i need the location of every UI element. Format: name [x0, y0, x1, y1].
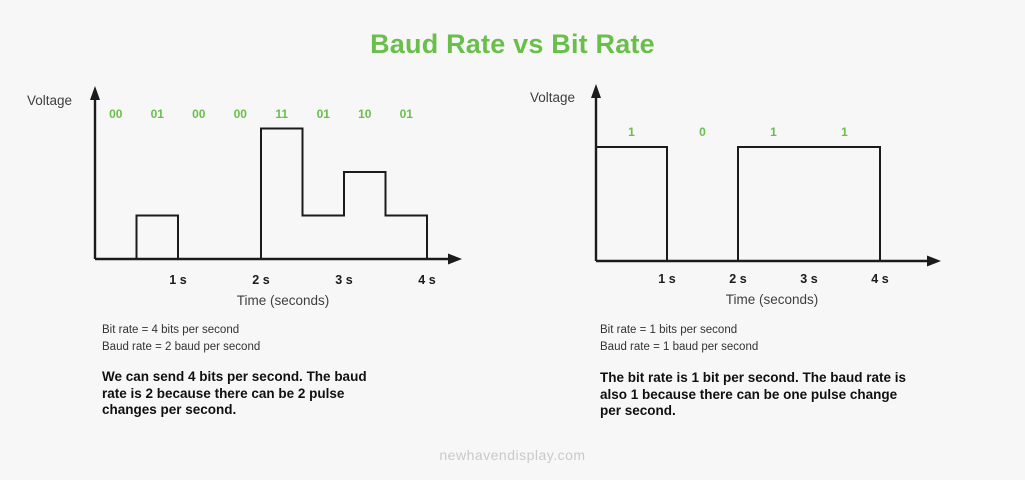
- left-x-axis-label: Time (seconds): [237, 293, 330, 308]
- left-bit-label: 11: [275, 107, 288, 121]
- left-bit-label: 01: [317, 107, 331, 121]
- right-bit-label: 1: [628, 125, 635, 139]
- right-tick-label: 3 s: [800, 272, 817, 286]
- right-x-axis-arrow-icon: [927, 255, 941, 267]
- right-waveform-group: 1 0 1 1 1 s 2 s 3 s 4 s: [591, 84, 941, 286]
- left-waveform-group: 00 01 00 00 11 01 10 01 1 s 2 s 3 s 4 s: [90, 86, 462, 287]
- right-y-axis-arrow-icon: [591, 84, 601, 98]
- right-tick-label: 2 s: [729, 272, 746, 286]
- left-bit-label: 01: [151, 107, 165, 121]
- right-bit-label: 0: [699, 125, 706, 139]
- right-description: The bit rate is 1 bit per second. The ba…: [600, 370, 907, 418]
- left-baud-rate-line: Baud rate = 2 baud per second: [102, 340, 261, 353]
- right-waveform: [595, 146, 881, 262]
- page-title: Baud Rate vs Bit Rate: [370, 29, 655, 59]
- left-bit-label: 00: [234, 107, 248, 121]
- left-y-axis-label: Voltage: [27, 93, 72, 108]
- right-x-axis-label: Time (seconds): [726, 292, 819, 307]
- left-bit-rate-line: Bit rate = 4 bits per second: [102, 324, 240, 336]
- left-description: We can send 4 bits per second. The baud …: [102, 369, 367, 417]
- right-rate-stats: Bit rate = 1 bits per second Baud rate =…: [600, 322, 758, 355]
- left-tick-label: 4 s: [418, 273, 435, 287]
- left-bit-label: 00: [109, 107, 123, 121]
- left-tick-label: 3 s: [335, 273, 352, 287]
- left-bit-label: 00: [192, 107, 206, 121]
- right-bit-rate-line: Bit rate = 1 bits per second: [600, 324, 738, 336]
- right-bit-label: 1: [770, 125, 777, 139]
- left-bit-label: 10: [358, 107, 372, 121]
- left-y-axis-arrow-icon: [90, 86, 100, 100]
- left-bit-label: 01: [400, 107, 414, 121]
- left-tick-label: 1 s: [169, 273, 186, 287]
- left-tick-label: 2 s: [252, 273, 269, 287]
- left-x-axis-arrow-icon: [448, 253, 462, 265]
- right-tick-label: 1 s: [658, 272, 675, 286]
- right-baud-rate-line: Baud rate = 1 baud per second: [600, 340, 759, 353]
- right-bit-label: 1: [841, 125, 848, 139]
- left-waveform: [95, 127, 428, 260]
- left-rate-stats: Bit rate = 4 bits per second Baud rate =…: [102, 322, 260, 355]
- right-y-axis-label: Voltage: [530, 90, 575, 105]
- watermark-text: newhavendisplay.com: [439, 447, 586, 463]
- right-tick-label: 4 s: [871, 272, 888, 286]
